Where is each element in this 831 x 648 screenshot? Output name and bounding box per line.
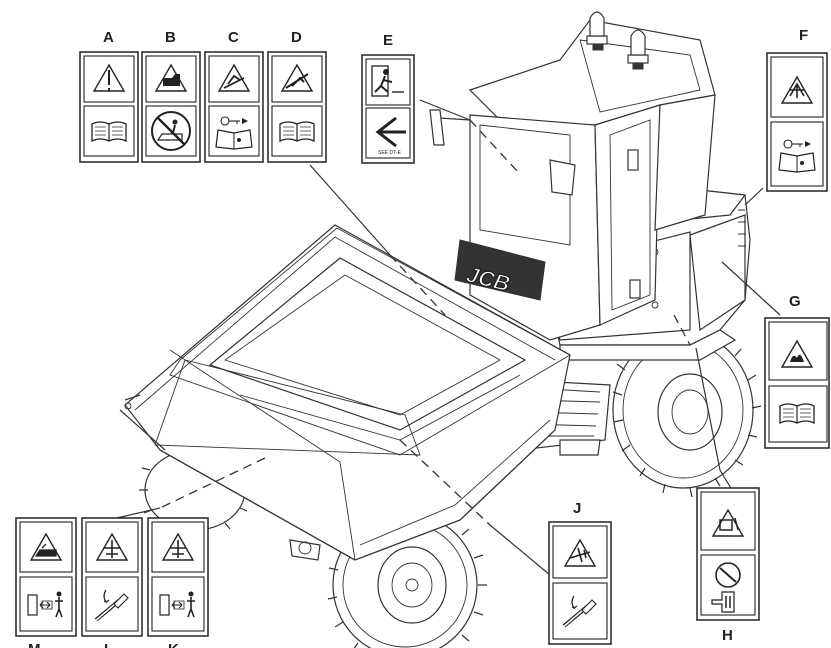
manual-book-icon bbox=[779, 403, 815, 424]
label-M: M bbox=[15, 517, 77, 648]
manual-book-icon bbox=[279, 121, 315, 142]
dumper-machine: J C B bbox=[107, 11, 781, 648]
arrow-left-icon: SEE DT-E bbox=[375, 116, 406, 156]
beacon-right bbox=[627, 29, 649, 70]
label-A: A bbox=[79, 29, 139, 163]
label-K: K bbox=[147, 517, 209, 648]
mirror bbox=[429, 109, 471, 146]
label-code-K: K bbox=[168, 641, 179, 648]
emergency-exit-icon bbox=[371, 65, 404, 97]
label-code-D: D bbox=[291, 29, 302, 46]
label-code-G: G bbox=[789, 293, 801, 310]
label-code-F: F bbox=[799, 27, 808, 44]
svg-text:SEE DT-E: SEE DT-E bbox=[378, 150, 401, 156]
label-H: H bbox=[696, 487, 760, 644]
label-F: F bbox=[766, 27, 828, 192]
label-code-C: C bbox=[228, 29, 239, 46]
label-code-E: E bbox=[383, 32, 393, 49]
label-C: C bbox=[204, 29, 264, 163]
label-J: J bbox=[548, 500, 612, 645]
label-D: D bbox=[267, 29, 327, 163]
no-riding-icon bbox=[151, 111, 191, 151]
label-code-B: B bbox=[165, 29, 176, 46]
dump-skip bbox=[119, 224, 571, 561]
label-code-J: J bbox=[573, 500, 581, 517]
label-G: G bbox=[764, 293, 830, 449]
label-code-A: A bbox=[103, 29, 114, 46]
label-L: L bbox=[81, 517, 143, 648]
label-B: B bbox=[141, 29, 201, 163]
battery-isolator-icon bbox=[711, 562, 741, 613]
manual-book-icon bbox=[91, 121, 127, 142]
label-E: E SEE DT-E bbox=[361, 32, 415, 164]
label-code-M: M bbox=[28, 641, 41, 648]
label-code-H: H bbox=[722, 627, 733, 644]
beacon-left bbox=[586, 11, 608, 51]
leader-lines bbox=[107, 99, 781, 576]
label-code-L: L bbox=[104, 641, 113, 648]
